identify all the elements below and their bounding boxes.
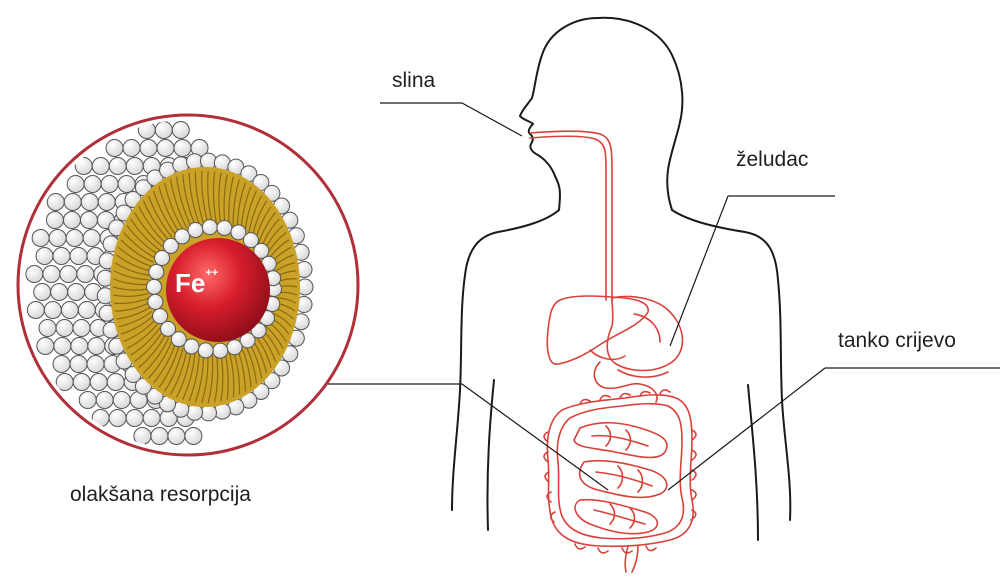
phospholipid-head bbox=[73, 320, 90, 337]
phospholipid-head bbox=[101, 176, 118, 193]
phospholipid-head bbox=[83, 230, 100, 247]
right-inner-arm bbox=[748, 385, 758, 540]
phospholipid-head bbox=[79, 392, 96, 409]
phospholipid-head bbox=[185, 428, 202, 445]
phospholipid-head bbox=[143, 410, 160, 427]
phospholipid-head bbox=[168, 428, 185, 445]
phospholipid-head bbox=[98, 194, 115, 211]
phospholipid-head bbox=[109, 410, 126, 427]
phospholipid-head bbox=[113, 392, 130, 409]
phospholipid-head bbox=[67, 176, 84, 193]
phospholipid-head bbox=[109, 158, 126, 175]
phospholipid-head bbox=[77, 266, 94, 283]
phospholipid-head bbox=[64, 194, 81, 211]
label-olaksana-resorpcija: olakšana resorpcija bbox=[70, 484, 251, 505]
phospholipid-head bbox=[32, 230, 49, 247]
leader-tanko-crijevo bbox=[668, 368, 1000, 490]
phospholipid-head bbox=[53, 356, 70, 373]
body-silhouette bbox=[452, 18, 790, 540]
phospholipid-head bbox=[56, 320, 73, 337]
phospholipid-head bbox=[44, 302, 61, 319]
phospholipid-head bbox=[106, 140, 123, 157]
phospholipid-head bbox=[36, 248, 53, 265]
phospholipid-head bbox=[26, 266, 43, 283]
phospholipid-head bbox=[73, 374, 90, 391]
phospholipid-head bbox=[47, 194, 64, 211]
phospholipid-head bbox=[60, 266, 77, 283]
phospholipid-head bbox=[126, 158, 143, 175]
phospholipid-head bbox=[118, 176, 135, 193]
phospholipid-head bbox=[155, 122, 172, 139]
phospholipid-head bbox=[53, 248, 70, 265]
liver bbox=[547, 296, 648, 364]
head-outline bbox=[520, 18, 598, 210]
head-back-outline bbox=[598, 18, 682, 210]
inner-phospholipid-head bbox=[147, 279, 162, 294]
phospholipid-head bbox=[61, 302, 78, 319]
phospholipid-head bbox=[39, 320, 56, 337]
leader-olaksana bbox=[322, 384, 608, 490]
iron-symbol: Fe bbox=[175, 268, 205, 298]
phospholipid-head bbox=[157, 140, 174, 157]
inner-phospholipid-head bbox=[188, 223, 203, 238]
small-intestine bbox=[574, 423, 667, 534]
phospholipid-head bbox=[107, 374, 124, 391]
phospholipid-head bbox=[43, 266, 60, 283]
digestive-tract bbox=[530, 131, 696, 572]
esophagus bbox=[530, 131, 612, 300]
phospholipid-head bbox=[172, 122, 189, 139]
inner-phospholipid-head bbox=[149, 264, 164, 279]
phospholipid-head bbox=[37, 338, 54, 355]
inner-phospholipid-head bbox=[202, 220, 217, 235]
label-zeludac: želudac bbox=[736, 149, 808, 170]
phospholipid-head bbox=[71, 338, 88, 355]
phospholipid-head bbox=[81, 194, 98, 211]
iron-ion-label: Fe++ bbox=[175, 270, 218, 296]
inner-phospholipid-head bbox=[213, 343, 228, 358]
phospholipid-head bbox=[92, 158, 109, 175]
leader-slina bbox=[380, 103, 522, 136]
iron-charge: ++ bbox=[205, 267, 218, 279]
inner-phospholipid-head bbox=[227, 340, 242, 355]
rectum bbox=[625, 546, 638, 572]
phospholipid-head bbox=[70, 248, 87, 265]
phospholipid-head bbox=[88, 338, 105, 355]
phospholipid-head bbox=[84, 176, 101, 193]
phospholipid-head bbox=[49, 230, 66, 247]
phospholipid-head bbox=[123, 140, 140, 157]
inner-phospholipid-head bbox=[148, 294, 163, 309]
leader-lines bbox=[322, 103, 1000, 490]
phospholipid-head bbox=[151, 428, 168, 445]
leader-zeludac bbox=[670, 196, 835, 346]
inner-phospholipid-head bbox=[217, 220, 232, 235]
left-shoulder-arm bbox=[452, 210, 559, 510]
phospholipid-head bbox=[46, 212, 63, 229]
phospholipid-head bbox=[174, 140, 191, 157]
phospholipid-head bbox=[34, 284, 51, 301]
phospholipid-head bbox=[66, 230, 83, 247]
phospholipid-head bbox=[96, 392, 113, 409]
phospholipid-head bbox=[90, 374, 107, 391]
phospholipid-head bbox=[51, 284, 68, 301]
label-slina: slina bbox=[392, 70, 435, 91]
inner-phospholipid-head bbox=[153, 309, 168, 324]
inner-phospholipid-head bbox=[198, 343, 213, 358]
phospholipid-head bbox=[140, 140, 157, 157]
inner-phospholipid-head bbox=[175, 229, 190, 244]
phospholipid-head bbox=[70, 356, 87, 373]
phospholipid-head bbox=[54, 338, 71, 355]
label-tanko-crijevo: tanko crijevo bbox=[838, 330, 956, 351]
phospholipid-head bbox=[80, 212, 97, 229]
phospholipid-head bbox=[87, 356, 104, 373]
phospholipid-head bbox=[68, 284, 85, 301]
phospholipid-head bbox=[126, 410, 143, 427]
phospholipid-head bbox=[63, 212, 80, 229]
large-intestine bbox=[547, 395, 693, 546]
phospholipid-head bbox=[27, 302, 44, 319]
phospholipid-head bbox=[78, 302, 95, 319]
